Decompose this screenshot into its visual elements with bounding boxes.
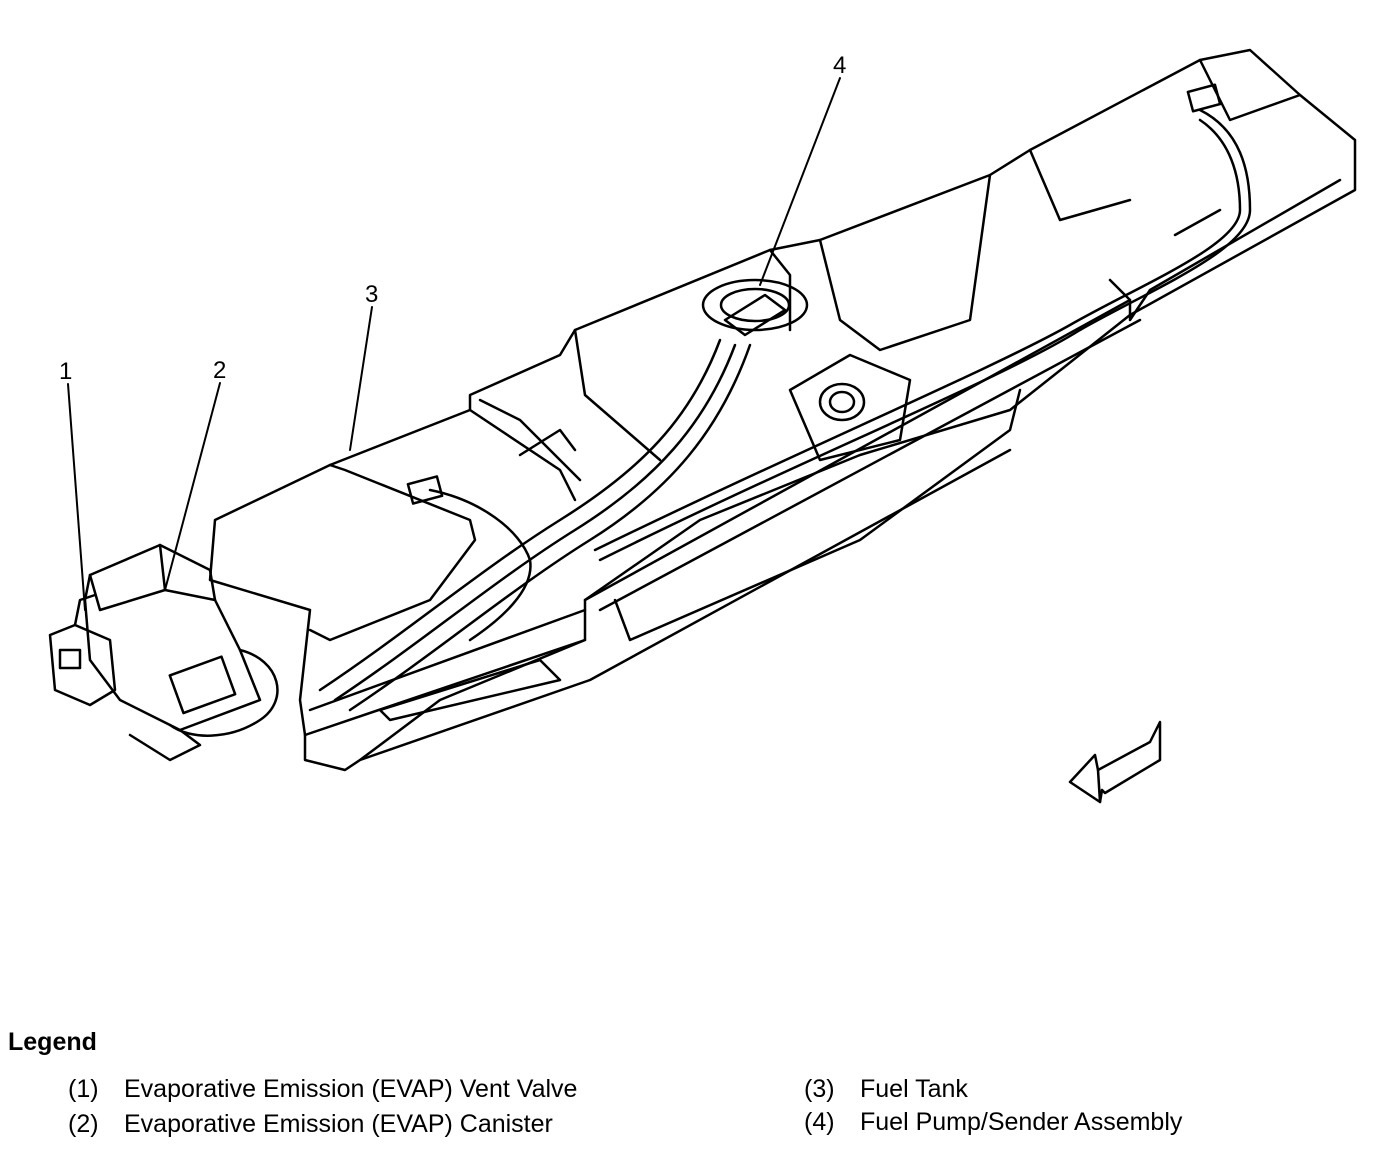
legend-item-label: Evaporative Emission (EVAP) Canister <box>124 1110 553 1138</box>
evap-canister <box>83 543 279 737</box>
legend-item-label: Fuel Pump/Sender Assembly <box>860 1108 1183 1136</box>
fuel-lines <box>318 108 1252 712</box>
evap-vent-valve <box>48 593 202 762</box>
fuel-tank-diagram <box>48 48 1357 804</box>
callout-4: 4 <box>833 52 847 79</box>
callout-2: 2 <box>213 357 227 384</box>
legend-title: Legend <box>8 1028 97 1056</box>
legend-item-number: (2) <box>68 1110 99 1138</box>
legend-item-number: (3) <box>804 1075 835 1103</box>
legend-item-label: Fuel Tank <box>860 1075 968 1103</box>
filler-neck <box>788 353 912 462</box>
direction-arrow-icon <box>1068 720 1162 804</box>
legend-item-1: (1) Evaporative Emission (EVAP) Vent Valv… <box>68 1075 577 1104</box>
fuel-pump-sender-plate <box>701 278 809 337</box>
callout-leader-lines <box>67 77 841 611</box>
callout-3: 3 <box>365 281 379 308</box>
legend-item-3: (3) Fuel Tank <box>804 1075 968 1104</box>
legend-item-label: Evaporative Emission (EVAP) Vent Valve <box>124 1075 578 1103</box>
legend-item-4: (4) Fuel Pump/Sender Assembly <box>804 1108 1182 1137</box>
fuel-tank-body <box>208 48 1357 772</box>
legend-item-number: (4) <box>804 1108 835 1136</box>
connector-icons <box>406 83 1222 505</box>
legend-item-2: (2) Evaporative Emission (EVAP) Canister <box>68 1110 553 1139</box>
legend-item-number: (1) <box>68 1075 99 1103</box>
callout-1: 1 <box>59 358 73 385</box>
